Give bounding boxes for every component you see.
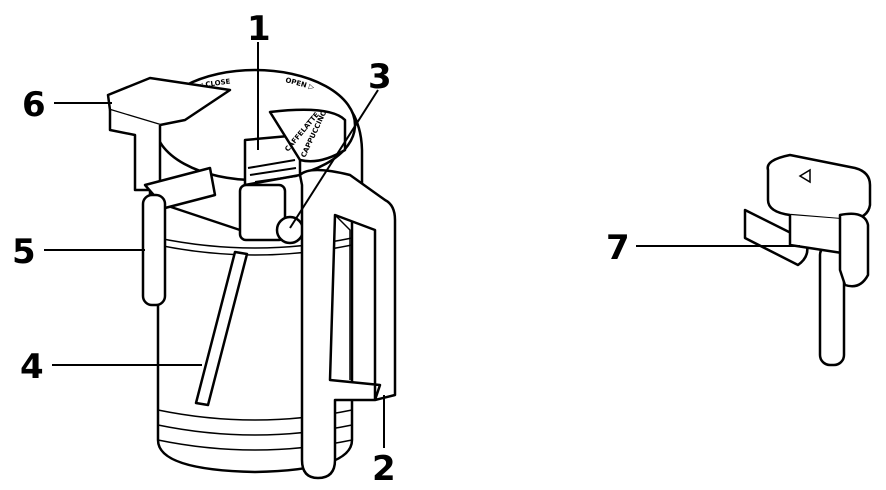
callout-number: 5: [12, 232, 36, 272]
callout-2: 2: [372, 395, 396, 489]
lid-latch: [106, 76, 232, 192]
spout-tube: [141, 166, 217, 307]
callout-number: 7: [606, 228, 630, 268]
callout-5: 5: [12, 232, 145, 272]
handle: [298, 168, 397, 480]
callout-number: 2: [372, 449, 396, 489]
callout-6: 6: [22, 85, 112, 125]
callout-number: 1: [247, 9, 271, 49]
callout-4: 4: [20, 347, 202, 387]
callout-number: 4: [20, 347, 44, 387]
knob: [238, 183, 305, 245]
callout-1: 1: [247, 9, 271, 150]
callout-number: 6: [22, 85, 46, 125]
suction-tube: [194, 250, 249, 407]
nozzle-attachment: [743, 153, 872, 367]
callout-number: 3: [368, 57, 392, 97]
callout-7: 7: [606, 228, 800, 268]
callout-3: 3: [289, 57, 392, 229]
